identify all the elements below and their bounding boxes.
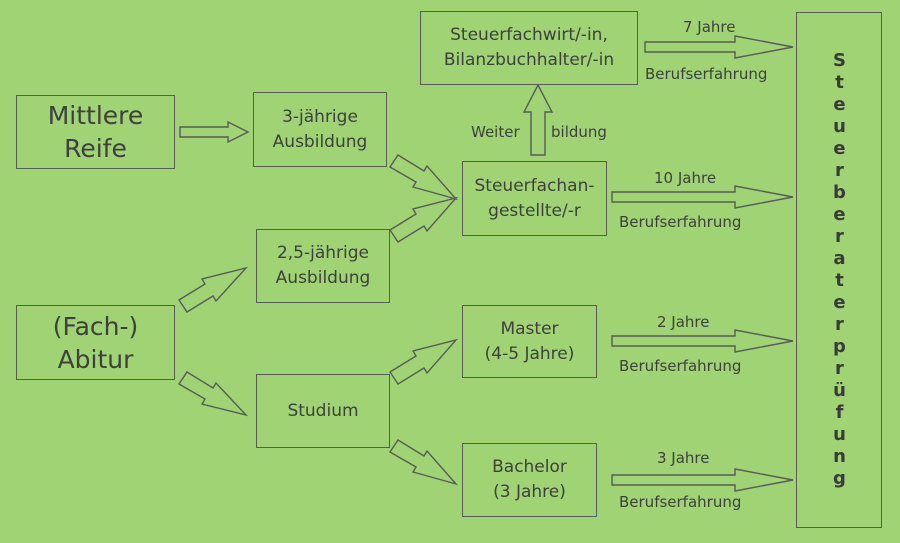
node-steuerfachangestellte: Steuerfachan- gestellte/-r (462, 161, 607, 236)
node-steuerberaterpruefung: Steuerberaterprüfung (796, 12, 882, 528)
label-years-steuerfachangestellte: 10 Jahre (654, 169, 717, 187)
arrow-mittlere-reife-to-ausbildung (179, 120, 250, 144)
label-years-steuerfachwirt: 7 Jahre (683, 18, 736, 36)
node-steuerberaterpruefung-label: Steuerberaterprüfung (829, 50, 850, 490)
label-berufserfahrung-steuerfachwirt: Berufserfahrung (645, 65, 768, 83)
arrow-abitur-to-ausbildung-25 (178, 266, 249, 313)
arrow-master-to-pruefung (611, 329, 794, 353)
label-berufserfahrung-master: Berufserfahrung (619, 357, 742, 375)
arrow-studium-to-master (389, 338, 459, 385)
arrow-weiterbildung-up (522, 83, 554, 156)
arrow-studium-to-bachelor (389, 439, 459, 486)
arrow-steuerfachwirt-to-pruefung (644, 35, 794, 59)
label-berufserfahrung-bachelor: Berufserfahrung (619, 493, 742, 511)
node-mittlere-reife: Mittlere Reife (16, 95, 175, 169)
arrow-bachelor-to-pruefung (611, 468, 794, 492)
label-bildung: bildung (551, 123, 607, 141)
arrow-abitur-to-studium (178, 371, 249, 417)
node-steuerfachwirt-label: Steuerfachwirt/-in, Bilanzbuchhalter/-in (443, 25, 615, 70)
label-years-master: 2 Jahre (657, 313, 710, 331)
arrow-ausbildung-3-to-steuerfachangestellte (389, 154, 459, 201)
node-steuerfachwirt: Steuerfachwirt/-in, Bilanzbuchhalter/-in (420, 11, 638, 85)
arrow-ausbildung-25-to-steuerfachangestellte (389, 196, 459, 243)
node-ausbildung-25: 2,5-jährige Ausbildung (256, 229, 390, 303)
node-bachelor-label: Bachelor (3 Jahre) (492, 457, 567, 502)
node-ausbildung-3: 3-jährige Ausbildung (253, 92, 387, 167)
node-master-label: Master (4-5 Jahre) (484, 318, 575, 364)
label-berufserfahrung-steuerfachangestellte: Berufserfahrung (619, 213, 742, 231)
label-years-bachelor: 3 Jahre (657, 449, 710, 467)
node-fach-abitur: (Fach-) Abitur (16, 305, 175, 380)
node-master: Master (4-5 Jahre) (462, 305, 597, 378)
node-mittlere-reife-label: Mittlere Reife (47, 101, 144, 163)
node-ausbildung-25-label: 2,5-jährige Ausbildung (275, 243, 371, 288)
node-fach-abitur-label: (Fach-) Abitur (52, 311, 139, 374)
node-bachelor: Bachelor (3 Jahre) (462, 443, 597, 517)
arrow-steuerfachangestellte-to-pruefung (611, 185, 794, 209)
node-steuerfachangestellte-label: Steuerfachan- gestellte/-r (474, 175, 595, 221)
label-weiter: Weiter (471, 123, 520, 141)
node-studium-label: Studium (287, 400, 359, 421)
node-studium: Studium (256, 374, 390, 448)
node-ausbildung-3-label: 3-jährige Ausbildung (272, 106, 368, 152)
